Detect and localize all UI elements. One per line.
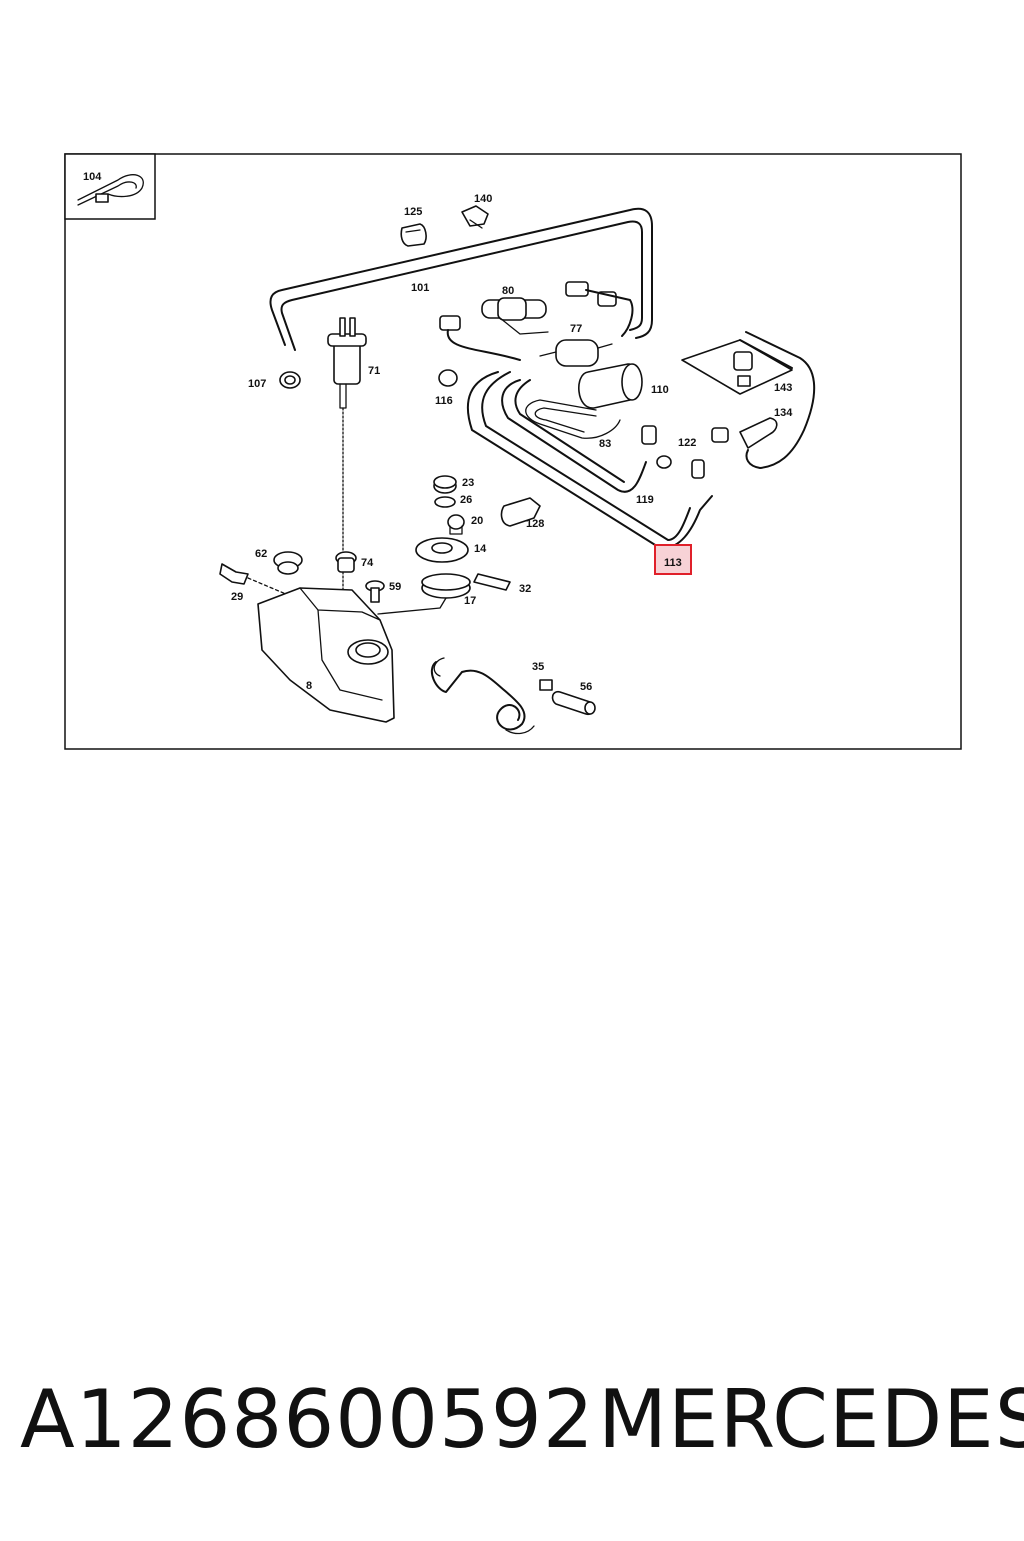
label-122: 122 xyxy=(678,437,696,449)
label-140: 140 xyxy=(474,193,492,205)
label-83: 83 xyxy=(599,438,611,450)
label-23: 23 xyxy=(462,477,474,489)
grommet-62-icon xyxy=(273,551,303,575)
label-113: 113 xyxy=(664,557,682,569)
label-101: 101 xyxy=(411,282,429,294)
label-8: 8 xyxy=(306,680,312,692)
nozzle-134-icon xyxy=(739,417,778,449)
label-71: 71 xyxy=(368,365,380,377)
strip-32-icon xyxy=(473,573,511,591)
hose-clip-icon xyxy=(400,223,427,247)
label-119: 119 xyxy=(636,494,654,506)
label-77: 77 xyxy=(570,323,582,335)
clamp-icon xyxy=(279,371,301,389)
inset-box xyxy=(64,153,156,220)
seal-17-icon xyxy=(421,573,471,599)
label-104: 104 xyxy=(83,171,102,183)
label-125: 125 xyxy=(404,206,422,218)
label-35: 35 xyxy=(532,661,544,673)
spray-nozzle-icon xyxy=(641,425,729,479)
grommet-74-icon xyxy=(335,551,357,573)
label-59: 59 xyxy=(389,581,401,593)
part-number-text: A1268600592 xyxy=(20,1373,595,1466)
filter-reservoir-icon xyxy=(578,363,643,409)
label-110: 110 xyxy=(651,384,669,396)
flange-14-icon xyxy=(415,537,469,563)
retaining-clip-icon xyxy=(461,205,489,229)
label-134: 134 xyxy=(774,407,793,419)
label-29: 29 xyxy=(231,591,243,603)
cap-23-icon xyxy=(433,475,457,494)
check-valve-icon xyxy=(481,297,549,335)
clip-icon xyxy=(438,369,458,387)
washer-hose-113 xyxy=(466,371,713,550)
label-56: 56 xyxy=(580,681,592,693)
connector-icon xyxy=(439,281,634,361)
label-74: 74 xyxy=(361,557,374,569)
label-116: 116 xyxy=(435,395,453,407)
label-20: 20 xyxy=(471,515,483,527)
label-62: 62 xyxy=(255,548,267,560)
cable-tie-icon xyxy=(77,174,144,206)
label-32: 32 xyxy=(519,583,531,595)
label-14: 14 xyxy=(474,543,487,555)
wiring-harness-35-icon xyxy=(430,657,553,735)
o-ring-26-icon xyxy=(434,496,456,508)
washer-hose-83 xyxy=(525,399,621,439)
label-80: 80 xyxy=(502,285,514,297)
diagram-frame xyxy=(64,153,962,750)
highlight-box-113[interactable] xyxy=(654,544,692,575)
strainer-20-icon xyxy=(447,514,465,535)
label-143: 143 xyxy=(774,382,792,394)
bracket-128-icon xyxy=(500,497,541,527)
level-sensor-29-icon xyxy=(219,563,301,601)
screw-59-icon xyxy=(365,580,385,603)
heater-board-icon xyxy=(681,331,816,469)
label-107: 107 xyxy=(248,378,266,390)
washer-hose-main xyxy=(269,207,653,351)
washer-tank-8-icon xyxy=(257,587,447,723)
brand-text: MERCEDES xyxy=(598,1373,1024,1466)
label-17: 17 xyxy=(464,595,476,607)
label-26: 26 xyxy=(460,494,472,506)
distributor-valve-icon xyxy=(539,339,613,367)
sleeve-56-icon xyxy=(551,690,596,716)
washer-hose-119 xyxy=(501,379,647,493)
label-128: 128 xyxy=(526,518,544,530)
